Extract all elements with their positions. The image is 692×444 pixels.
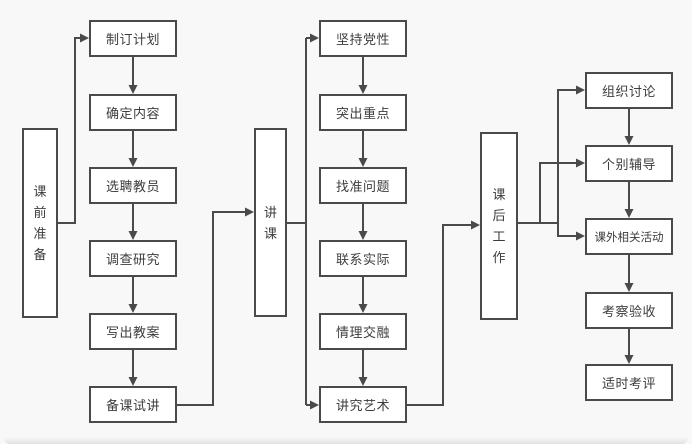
connector-pre-to-make-plan [58, 33, 89, 224]
step-label: 制订计划 [105, 32, 160, 47]
step-box-select-instructors: 选聘教员 [89, 167, 177, 204]
step-label: 找准问题 [335, 179, 390, 194]
step-box-identify-problems: 找准问题 [319, 167, 407, 204]
step-label: 突出重点 [335, 106, 390, 121]
stage-label: 课前准备 [33, 184, 47, 262]
step-label: 考察验收 [601, 304, 656, 319]
step-label: 个别辅导 [601, 157, 656, 172]
step-label: 选聘教员 [105, 179, 160, 194]
step-label: 确定内容 [105, 106, 160, 121]
step-box-write-lesson-plan: 写出教案 [89, 313, 177, 350]
step-label: 讲究艺术 [335, 398, 390, 413]
connector-rehearse-to-lecture [177, 207, 254, 406]
step-label: 调查研究 [105, 252, 160, 267]
step-box-blend-emotion-reason: 情理交融 [319, 313, 407, 350]
step-box-highlight-key-points: 突出重点 [319, 94, 407, 131]
stage-box-lecturing: 讲课 [254, 128, 287, 317]
step-box-timely-evaluation: 适时考评 [585, 364, 673, 401]
connector-lecture-branch [287, 33, 319, 410]
step-label: 课外相关活动 [594, 231, 664, 244]
step-label: 写出教案 [105, 325, 160, 340]
step-label: 组织讨论 [601, 84, 656, 99]
step-box-rehearse-lesson: 备课试讲 [89, 386, 177, 423]
stage-box-post-class-work: 课后工作 [480, 132, 518, 320]
stage-box-pre-class-preparation: 课前准备 [22, 128, 58, 318]
step-box-uphold-party-spirit: 坚持党性 [319, 20, 407, 57]
step-label: 联系实际 [335, 252, 390, 267]
step-label: 适时考评 [601, 376, 656, 391]
step-box-individual-tutoring: 个别辅导 [585, 145, 673, 182]
step-box-extracurricular-activities: 课外相关活动 [585, 218, 673, 255]
connector-post-steps-chain [624, 109, 634, 364]
step-label: 情理交融 [335, 325, 390, 340]
connector-post-branch [518, 85, 585, 241]
stage-label: 讲课 [264, 204, 278, 241]
connector-lecture-steps-chain [358, 57, 368, 386]
stage-label: 课后工作 [492, 187, 506, 265]
step-label: 备课试讲 [105, 398, 160, 413]
step-box-define-content: 确定内容 [89, 94, 177, 131]
step-box-stress-artistry: 讲究艺术 [319, 386, 407, 423]
step-box-inspect-and-accept: 考察验收 [585, 292, 673, 329]
step-box-connect-with-reality: 联系实际 [319, 240, 407, 277]
step-box-organize-discussion: 组织讨论 [585, 72, 673, 109]
step-box-make-plan: 制订计划 [89, 20, 177, 57]
connector-artistry-to-post [407, 220, 480, 406]
step-label: 坚持党性 [335, 32, 390, 47]
step-box-investigate-research: 调查研究 [89, 240, 177, 277]
connector-pre-steps-chain [128, 57, 138, 386]
